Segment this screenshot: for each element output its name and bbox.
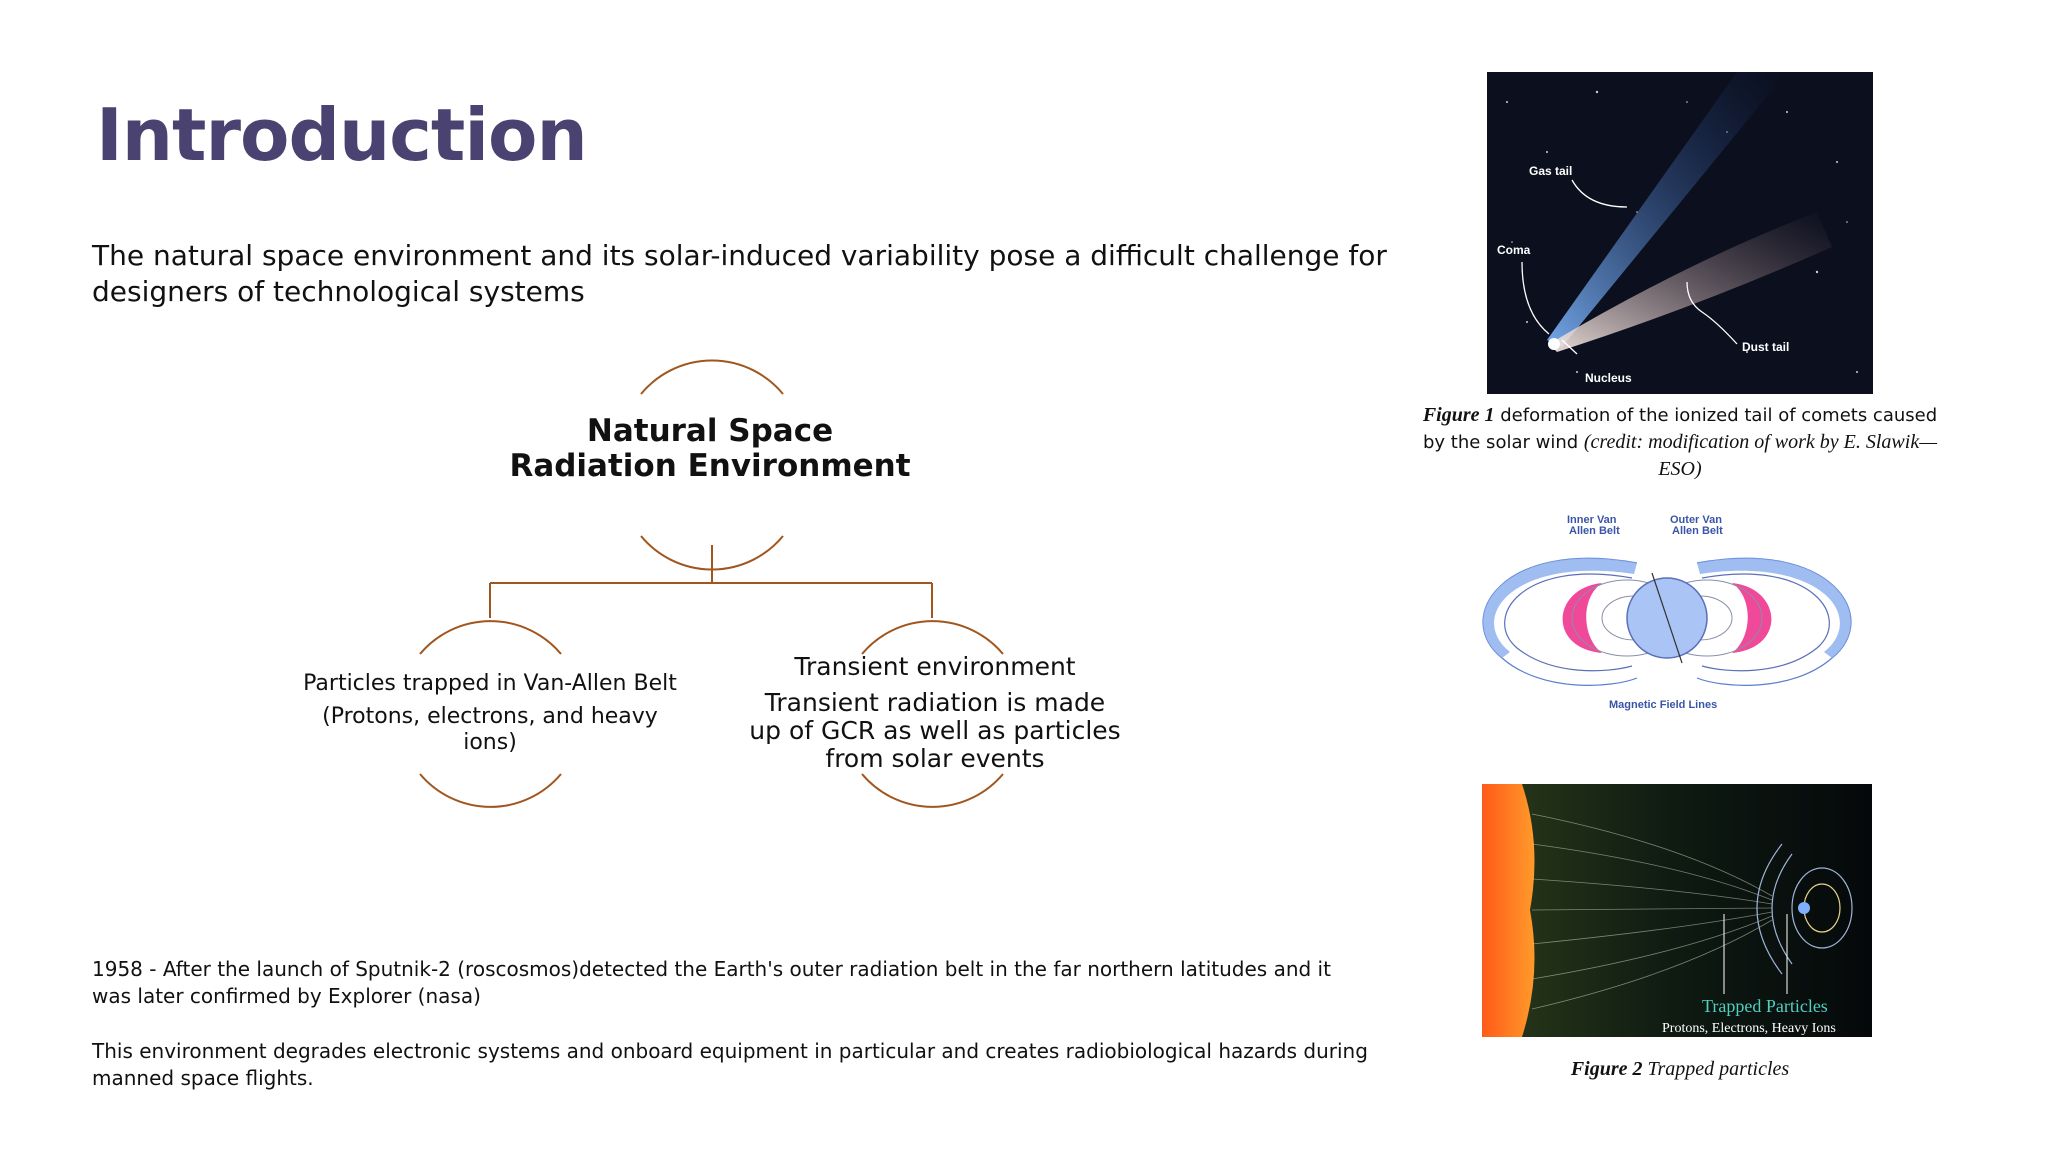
earth-dot: [1798, 902, 1810, 914]
trapped-particles-image: Trapped Particles Protons, Electrons, He…: [1482, 784, 1872, 1037]
figure1-caption-credit: (credit: modification of work by E. Slaw…: [1583, 431, 1937, 480]
figure2-caption: Figure 2 Trapped particles: [1480, 1056, 1880, 1082]
figure1-caption: Figure 1 deformation of the ionized tail…: [1420, 402, 1940, 482]
overlay-trapped-particles: Trapped Particles: [1702, 996, 1828, 1016]
label-nucleus: Nucleus: [1585, 371, 1632, 385]
right-arc-top: [861, 620, 1004, 655]
svg-text:Allen Belt: Allen Belt: [1672, 525, 1723, 537]
left-arc-bottom: [419, 773, 562, 808]
label-coma: Coma: [1497, 243, 1531, 257]
figure2-caption-label: Figure 2: [1570, 1058, 1643, 1080]
hierarchy-diagram: [419, 359, 1004, 808]
root-arc-top: [640, 359, 784, 395]
right-arc-bottom: [861, 773, 1004, 808]
fact-paragraph: 1958 - After the launch of Sputnik-2 (ro…: [92, 957, 1331, 1008]
figure1-caption-label: Figure 1: [1422, 404, 1495, 426]
label-gas-tail: Gas tail: [1529, 164, 1572, 178]
solar-wind-lines: [1531, 813, 1773, 1010]
label-outer-belt: Outer Van: [1670, 514, 1722, 526]
label-dust-tail: Dust tail: [1742, 340, 1789, 354]
inner-belt-right: [1732, 583, 1772, 653]
impact-paragraph: This environment degrades electronic sys…: [92, 1039, 1368, 1090]
figure2-caption-text: Trapped particles: [1642, 1058, 1790, 1080]
diagram-right-heading: Transient environment: [794, 652, 1076, 681]
inner-belt-left: [1562, 583, 1602, 653]
dust-tail-shape: [1549, 212, 1832, 352]
left-arc-top: [419, 620, 562, 655]
sun-shape: [1482, 784, 1535, 1037]
label-magnetic-field: Magnetic Field Lines: [1609, 699, 1717, 711]
svg-text:Allen Belt: Allen Belt: [1569, 525, 1620, 537]
slide-title: Introduction: [96, 93, 588, 177]
diagram-left-heading: Particles trapped in Van-Allen Belt: [303, 671, 677, 696]
diagram-right-body: Transient radiation is made up of GCR as…: [749, 688, 1121, 773]
diagram-root-label: Natural Space Radiation Environment: [509, 413, 911, 484]
label-inner-belt: Inner Van: [1567, 514, 1617, 526]
connector-lines: [489, 545, 933, 618]
star-field: [1506, 90, 1858, 373]
intro-paragraph: The natural space environment and its so…: [92, 239, 1387, 308]
gas-tail-shape: [1547, 72, 1787, 347]
figure1-caption-text: deformation of the ionized tail of comet…: [1423, 405, 1938, 453]
diagram-left-body: (Protons, electrons, and heavy ions): [322, 704, 658, 755]
van-allen-belts-image: Inner Van Allen Belt Outer Van Allen Bel…: [1482, 514, 1852, 711]
overlay-particle-types: Protons, Electrons, Heavy Ions: [1662, 1021, 1836, 1036]
comet-image: Gas tail Coma Dust tail Nucleus: [1487, 72, 1873, 394]
